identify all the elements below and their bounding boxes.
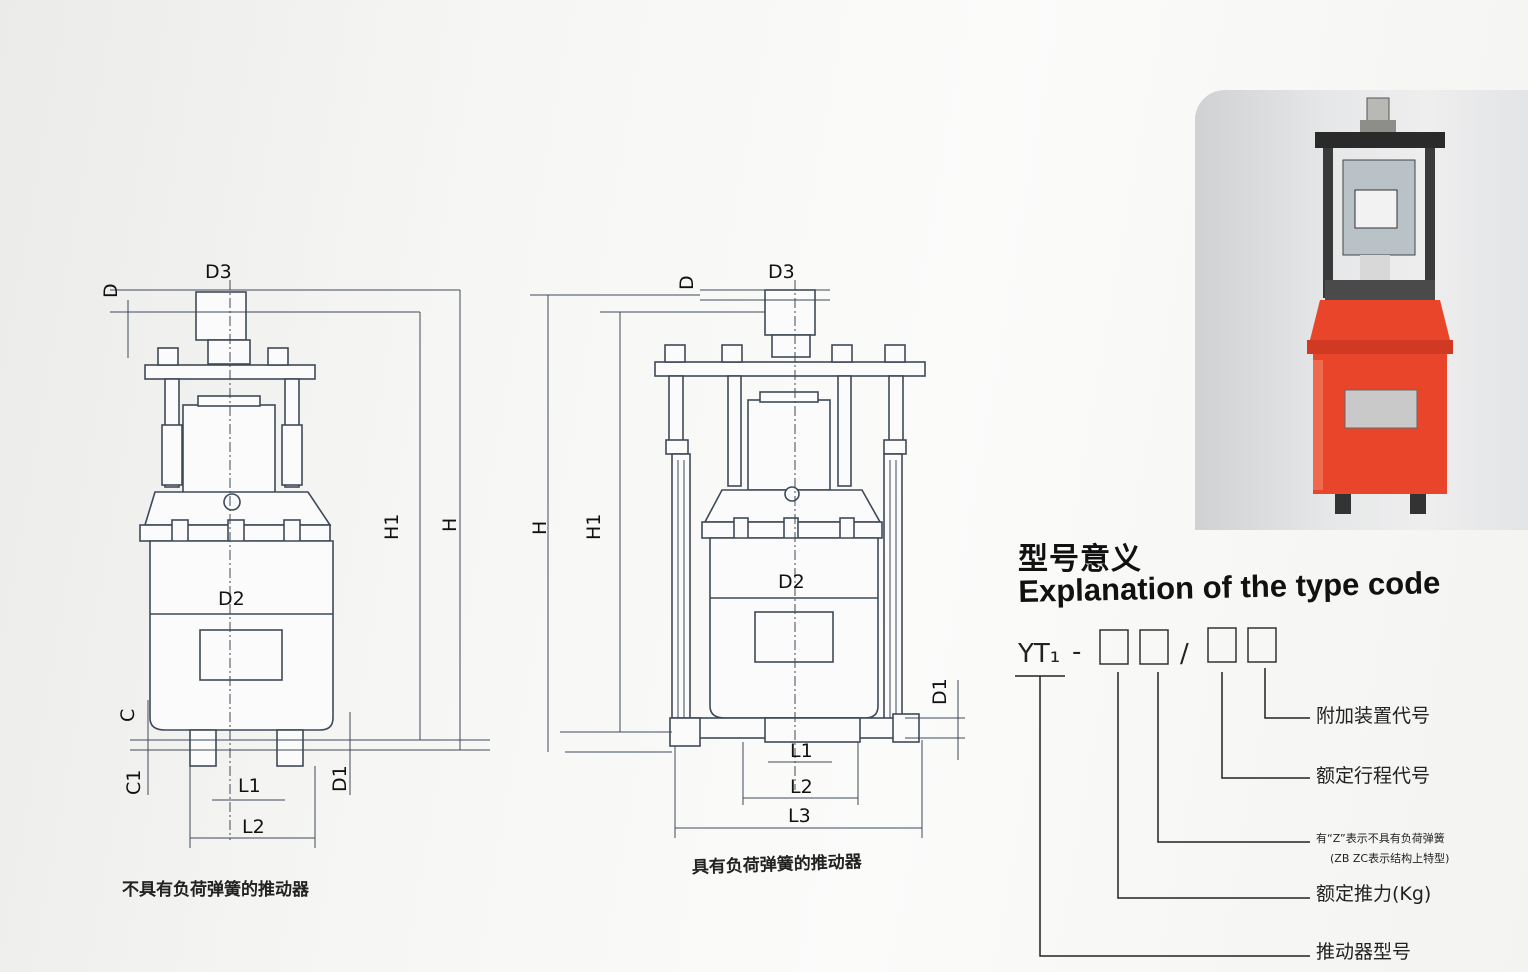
type-code-prefix: YT₁ bbox=[1017, 639, 1060, 669]
label-d: D bbox=[100, 283, 122, 298]
item-attachment-code: 附加装置代号 bbox=[1316, 705, 1430, 727]
label-h: H bbox=[439, 518, 461, 532]
label-l1: L1 bbox=[790, 740, 813, 762]
label-l3: L3 bbox=[788, 805, 811, 827]
item-spring-note: 有“Z”表示不具有负荷弹簧 bbox=[1316, 831, 1445, 845]
label-d3: D3 bbox=[768, 261, 795, 283]
label-c: C bbox=[117, 709, 139, 722]
item-stroke-code: 额定行程代号 bbox=[1316, 765, 1430, 787]
thruster-illustration bbox=[1307, 97, 1453, 514]
diagram-without-spring: D3 D D2 H1 H C C1 D1 L1 L2 不具有负荷弹簧的推动器 bbox=[100, 261, 490, 900]
type-code-dash: - bbox=[1072, 637, 1081, 667]
caption-right: 具有负荷弹簧的推动器 bbox=[690, 851, 863, 878]
code-box-3 bbox=[1207, 627, 1237, 663]
item-structure-note: (ZB ZC表示结构上特型) bbox=[1330, 851, 1449, 865]
item-rated-thrust: 额定推力(Kg) bbox=[1316, 883, 1431, 905]
code-box-1 bbox=[1099, 629, 1129, 665]
label-d: D bbox=[676, 275, 698, 290]
product-photo bbox=[1195, 90, 1528, 530]
diagram-with-spring: D3 D D2 H H1 D1 L1 L2 L3 具有负荷弹簧的推动器 bbox=[529, 261, 965, 878]
label-h1: H1 bbox=[381, 514, 403, 540]
label-h: H bbox=[529, 521, 551, 535]
label-l2: L2 bbox=[790, 776, 813, 798]
item-thruster-model: 推动器型号 bbox=[1316, 941, 1411, 963]
label-l2: L2 bbox=[242, 816, 265, 838]
label-d1: D1 bbox=[329, 765, 351, 792]
label-d3: D3 bbox=[205, 261, 232, 283]
caption-left: 不具有负荷弹簧的推动器 bbox=[122, 879, 310, 900]
type-code-diagram: YT₁ - / 附加装置代号 额定行程代号 有“Z”表示不具有负荷弹簧 (ZB … bbox=[1015, 627, 1449, 963]
type-code-slash: / bbox=[1180, 639, 1189, 669]
label-d1: D1 bbox=[929, 678, 951, 705]
label-d2: D2 bbox=[778, 571, 805, 593]
code-box-4 bbox=[1247, 627, 1277, 663]
label-d2: D2 bbox=[218, 588, 245, 610]
label-c1: C1 bbox=[123, 770, 145, 795]
label-h1: H1 bbox=[583, 514, 605, 540]
code-box-2 bbox=[1139, 629, 1169, 665]
type-code-heading-en: Explanation of the type code bbox=[1018, 565, 1441, 609]
type-code-heading-cn: 型号意义 bbox=[1018, 542, 1142, 577]
label-l1: L1 bbox=[238, 775, 261, 797]
